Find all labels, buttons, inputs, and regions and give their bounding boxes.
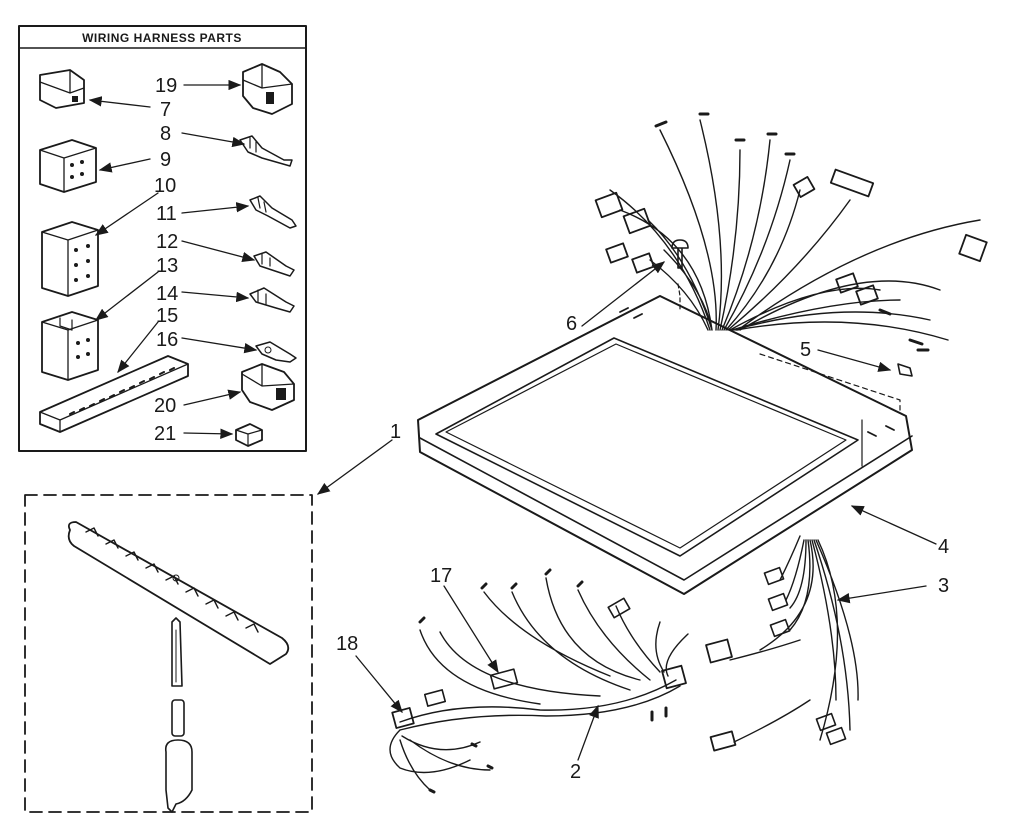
part-9-connector [39, 139, 97, 193]
part-19-connector [242, 63, 293, 115]
upper-wire-harness [594, 112, 988, 377]
part-1-kit-box [24, 494, 313, 813]
callout-19: 19 [155, 75, 177, 97]
part-10-connector [41, 221, 99, 297]
callout-11: 11 [156, 203, 177, 225]
main-leader-lines [316, 261, 937, 761]
part-12-terminal [253, 251, 295, 277]
part-16-terminal [255, 341, 297, 363]
part-13-connector [41, 311, 99, 381]
part-15-terminal-strip [39, 355, 189, 433]
parts-box-title: WIRING HARNESS PARTS [82, 31, 242, 45]
callout-14: 14 [156, 283, 178, 305]
callout-9: 9 [160, 149, 171, 171]
callout-16: 16 [156, 329, 178, 351]
callout-10: 10 [154, 175, 176, 197]
callout-17: 17 [430, 565, 452, 587]
inset-leader-lines [88, 79, 258, 439]
part-14-terminal [249, 287, 295, 313]
part-8-terminal [239, 135, 293, 167]
callout-5: 5 [800, 339, 811, 361]
part-20-connector [241, 363, 295, 411]
callout-1: 1 [390, 421, 401, 443]
wiring-harness-parts-box: WIRING HARNESS PARTS [18, 25, 307, 452]
callout-15: 15 [156, 305, 178, 327]
part-21-connector [235, 423, 263, 447]
part-11-terminal [249, 195, 297, 229]
callout-7: 7 [160, 99, 171, 121]
callout-4: 4 [938, 536, 949, 558]
callout-6: 6 [566, 313, 577, 335]
callout-18: 18 [336, 633, 358, 655]
callout-20: 20 [154, 395, 176, 417]
lower-wire-harness-3 [705, 535, 859, 752]
part-7-connector [39, 69, 85, 109]
callout-8: 8 [160, 123, 171, 145]
callout-12: 12 [156, 231, 178, 253]
lower-wire-harness-2 [389, 568, 689, 794]
callout-13: 13 [156, 255, 178, 277]
callout-3: 3 [938, 575, 949, 597]
top-frame-part-4 [417, 295, 913, 595]
callout-2: 2 [570, 761, 581, 783]
callout-21: 21 [154, 423, 176, 445]
